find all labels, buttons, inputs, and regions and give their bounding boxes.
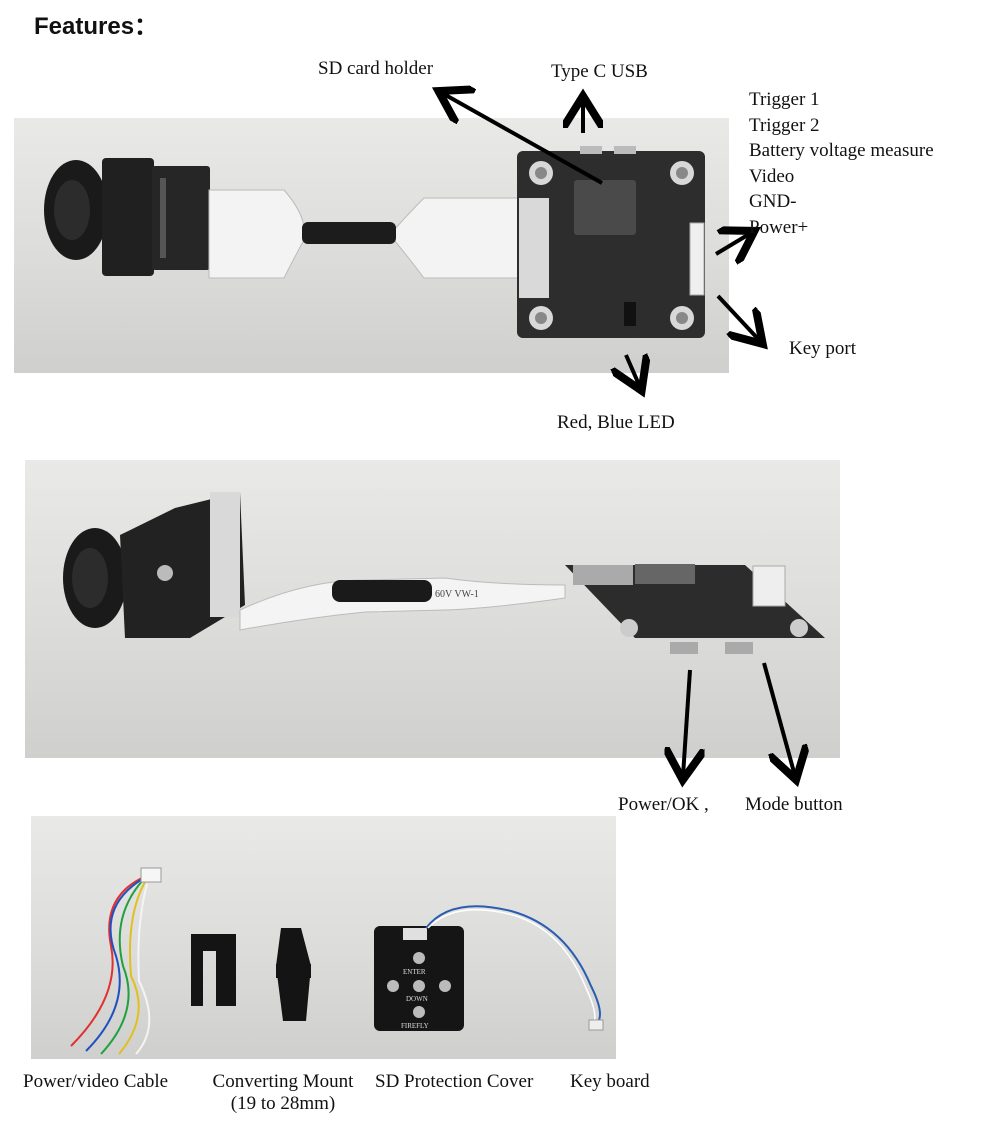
label-power-video-cable: Power/video Cable	[23, 1071, 169, 1092]
pin-video: Video	[749, 165, 795, 187]
camera-board-side-illustration: 60V VW-1	[63, 492, 825, 654]
accessories-illustration: ENTER DOWN FIREFLY	[70, 867, 604, 1055]
port-pin-list: Trigger 1 Trigger 2 Battery voltage meas…	[749, 87, 934, 240]
cable-print: 60V VW-1	[435, 589, 479, 600]
pin-trigger-1: Trigger 1	[749, 89, 820, 110]
converting-mount-name: Converting Mount	[212, 1071, 354, 1092]
photo-camera-board-side: 60V VW-1	[25, 460, 840, 758]
label-power-ok: Power/OK ,	[618, 794, 709, 815]
camera-board-top-illustration	[44, 146, 705, 338]
keyboard-silk-enter: ENTER	[403, 968, 426, 976]
pin-battery-voltage: Battery voltage measure	[749, 140, 934, 161]
photo-camera-board-top	[14, 118, 729, 373]
photo-accessories: ENTER DOWN FIREFLY	[31, 816, 616, 1059]
label-key-port: Key port	[789, 338, 857, 359]
keyboard-silk-brand: FIREFLY	[401, 1022, 429, 1030]
keyboard-silk-down: DOWN	[406, 995, 428, 1003]
label-key-board: Key board	[570, 1071, 650, 1092]
page-title: Features：	[34, 13, 159, 40]
pin-power: Power+	[749, 216, 809, 238]
pin-gnd: GND-	[749, 191, 797, 212]
label-converting-mount: Converting Mount (19 to 28mm)	[201, 1071, 365, 1115]
label-mode-button: Mode button	[745, 794, 843, 815]
label-led: Red, Blue LED	[557, 412, 675, 433]
converting-mount-range: (19 to 28mm)	[230, 1093, 336, 1114]
label-sd-protection-cover: SD Protection Cover	[375, 1071, 534, 1092]
pin-trigger-2: Trigger 2	[749, 114, 820, 136]
label-type-c-usb: Type C USB	[551, 61, 648, 82]
label-sd-card-holder: SD card holder	[318, 58, 434, 79]
